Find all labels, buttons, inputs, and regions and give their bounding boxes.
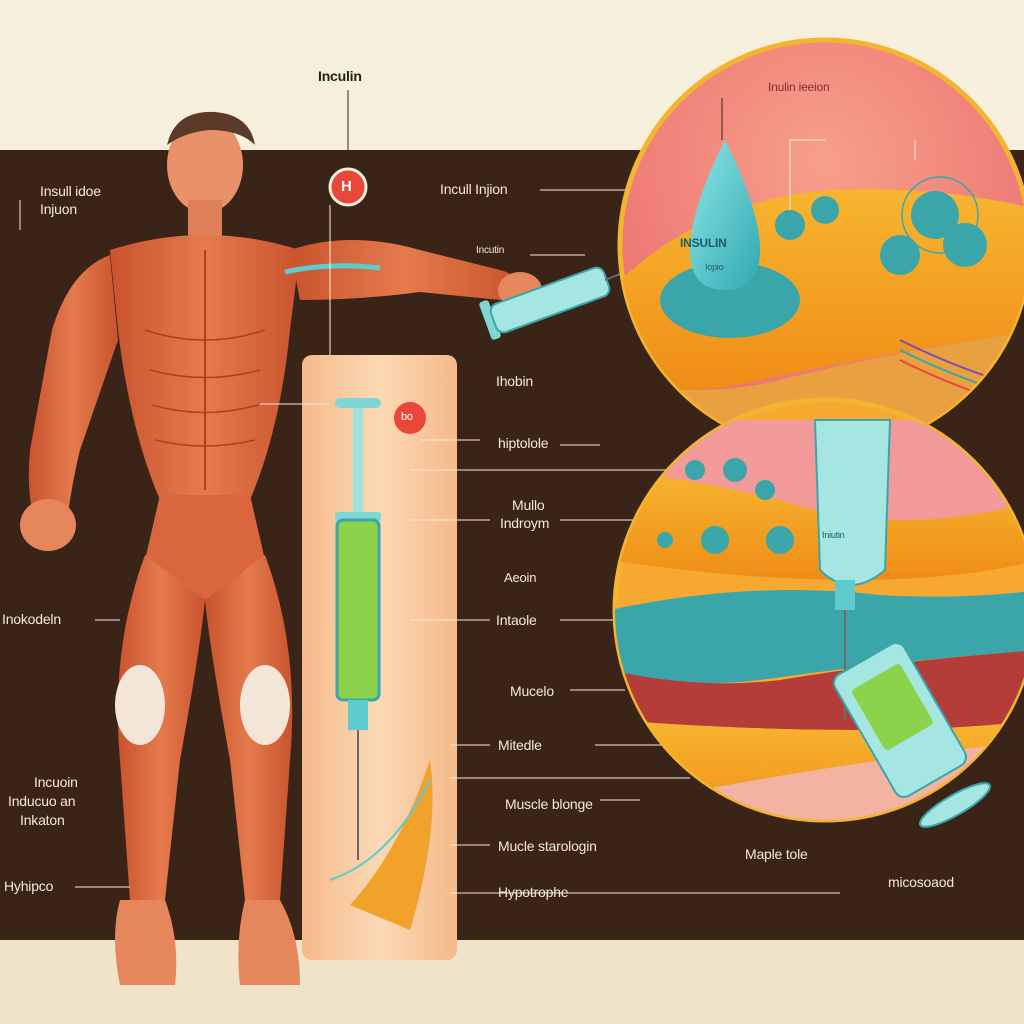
label-muscle-blonge: Muscle blonge — [505, 796, 593, 812]
h-badge — [328, 167, 368, 207]
label-mitedle: Mitedle — [498, 737, 542, 753]
label-thobin: Ihobin — [496, 373, 533, 389]
left-label-middle: Inokodeln — [2, 611, 61, 627]
label-injection: Incull Injion — [440, 181, 508, 197]
h-badge-letter: H — [341, 178, 352, 195]
label-microsoaod: micosoaod — [888, 874, 954, 890]
drop-title: INSULIN — [680, 236, 727, 250]
label-small-top: Incutin — [476, 245, 505, 256]
bottom-magnified-circle — [612, 397, 1024, 823]
label-aeoin: Aeoin — [504, 570, 537, 585]
title-label: Inculin — [318, 68, 362, 84]
label-mulle: Mullo — [512, 497, 545, 513]
circle-syringe-label: Iniutin — [822, 530, 845, 540]
left-label-top-a: Insull idoe — [40, 183, 101, 199]
panel-badge-letter: bo — [401, 411, 413, 423]
label-intaole: Intaole — [496, 612, 537, 628]
panel-badge — [394, 402, 426, 434]
panel-syringe — [335, 398, 381, 860]
label-hiptolole: hiptolole — [498, 435, 549, 451]
label-maple-tole: Maple tole — [745, 846, 808, 862]
label-mucelo: Mucelo — [510, 683, 554, 699]
label-indroym: Indroym — [500, 515, 550, 531]
center-leaders — [19, 189, 840, 894]
left-label-lower-a: Incuoin — [34, 774, 78, 790]
left-label-lower-c: Inkaton — [20, 812, 65, 828]
circle-top-title: Inulin ieeion — [768, 80, 830, 94]
left-label-lower-b: Inducuo an — [8, 793, 76, 809]
left-label-bottom: Hyhipco — [4, 878, 54, 894]
top-magnified-circle — [617, 37, 1024, 453]
label-hypotrophe: Hypotrophe — [498, 884, 569, 900]
left-label-top-b: Injuon — [40, 201, 77, 217]
label-mucle-starologin: Mucle starologin — [498, 838, 597, 854]
drop-sub: Iopio — [705, 262, 724, 272]
muscular-man-figure — [20, 111, 542, 985]
muscle-fibre-sketch — [350, 760, 433, 930]
